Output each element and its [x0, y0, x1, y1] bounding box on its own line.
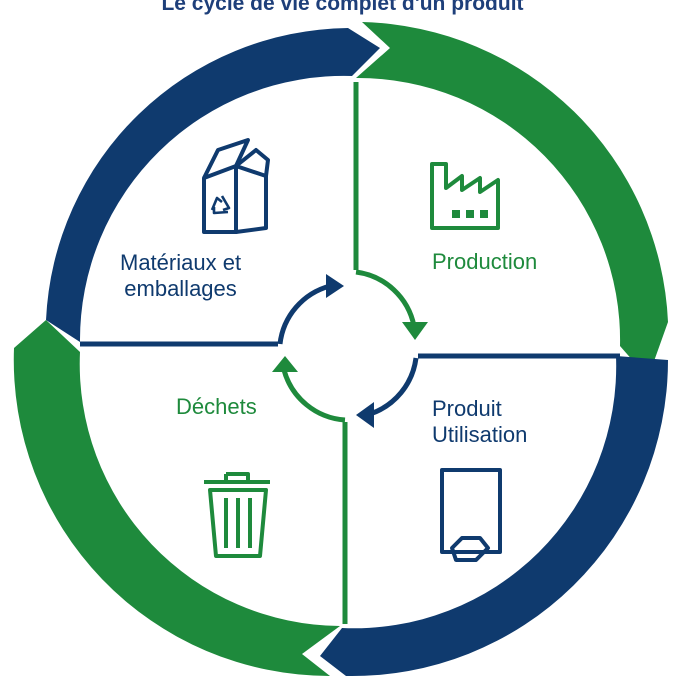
arrowhead-materiaux [326, 274, 344, 298]
label-materiaux-line2: emballages [124, 276, 237, 301]
label-dechets: Déchets [176, 394, 257, 420]
label-produit: Produit Utilisation [432, 396, 527, 448]
arrowhead-produit [356, 402, 374, 428]
trash-bin-icon [204, 472, 270, 558]
arrowhead-dechets [272, 356, 298, 372]
factory-icon [430, 162, 500, 230]
towel-dispenser-icon [440, 468, 502, 562]
label-dechets-line1: Déchets [176, 394, 257, 419]
inner-arrow-production [355, 269, 417, 327]
outer-cycle-ring [13, 22, 668, 677]
label-materiaux: Matériaux et emballages [120, 250, 241, 302]
label-materiaux-line1: Matériaux et [120, 250, 242, 275]
label-produit-line1: Produit [432, 396, 502, 421]
recycling-box-icon [202, 138, 270, 234]
label-produit-line2: Utilisation [432, 422, 528, 447]
inner-cycle [272, 269, 428, 428]
inner-arrow-dechets [281, 369, 346, 423]
ring-segment-materiaux [46, 28, 380, 342]
page-title: Le cycle de vie complet d'un produit [161, 0, 524, 15]
quadrant-dividers [80, 82, 620, 624]
arrowhead-production [402, 322, 428, 340]
ring-segment-production [356, 22, 668, 378]
inner-arrow-materiaux [277, 283, 331, 345]
label-production: Production [432, 249, 537, 275]
ring-segment-dechets [13, 320, 340, 677]
ring-segment-produit [320, 356, 668, 677]
label-production-line1: Production [432, 249, 538, 274]
inner-arrow-produit [369, 357, 419, 417]
